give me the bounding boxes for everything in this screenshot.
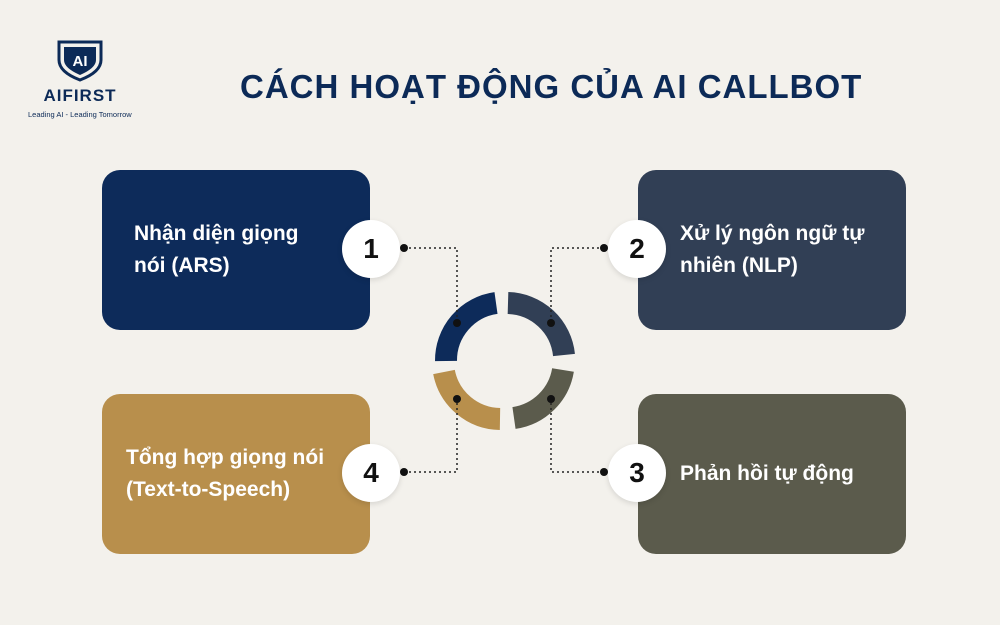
- connector-2: [550, 247, 604, 323]
- step-label: Nhận diện giọng nói (ARS): [134, 222, 299, 277]
- ring-segment-1: [434, 292, 499, 362]
- ring-segment-2: [507, 292, 575, 357]
- aifirst-logo: AI AIFIRST Leading AI - Leading Tomorrow: [28, 38, 146, 128]
- step-number-badge: 3: [608, 444, 666, 502]
- page-title: CÁCH HOẠT ĐỘNG CỦA AI CALLBOT: [240, 68, 863, 105]
- ring-segment-4: [433, 369, 501, 430]
- connector-1: [404, 247, 458, 323]
- logo-mark-text: AI: [73, 53, 88, 70]
- logo-brand: AIFIRST: [43, 86, 117, 105]
- connector-dot: [600, 468, 608, 476]
- connector-dot: [547, 395, 555, 403]
- connector-dot: [453, 395, 461, 403]
- connector-dot: [400, 244, 408, 252]
- logo-tagline: Leading AI - Leading Tomorrow: [28, 110, 132, 119]
- step-card-3: Phản hồi tự động: [638, 394, 906, 554]
- step-label: Phản hồi tự động: [680, 462, 854, 485]
- step-label: Xử lý ngôn ngữ tự nhiên (NLP): [680, 222, 865, 277]
- ring-segment-3: [511, 367, 574, 429]
- connector-dot: [453, 319, 461, 327]
- connector-dot: [547, 319, 555, 327]
- step-card-2: Xử lý ngôn ngữ tự nhiên (NLP): [638, 170, 906, 330]
- connector-3: [550, 399, 604, 473]
- connector-dot: [400, 468, 408, 476]
- shield-logo-icon: AI: [57, 40, 103, 82]
- step-number-badge: 1: [342, 220, 400, 278]
- connector-4: [404, 399, 458, 473]
- step-number-badge: 4: [342, 444, 400, 502]
- step-card-4: Tổng hợp giọng nói (Text-to-Speech): [102, 394, 370, 554]
- step-card-1: Nhận diện giọng nói (ARS): [102, 170, 370, 330]
- step-number-badge: 2: [608, 220, 666, 278]
- connector-dot: [600, 244, 608, 252]
- step-label: Tổng hợp giọng nói (Text-to-Speech): [126, 446, 325, 501]
